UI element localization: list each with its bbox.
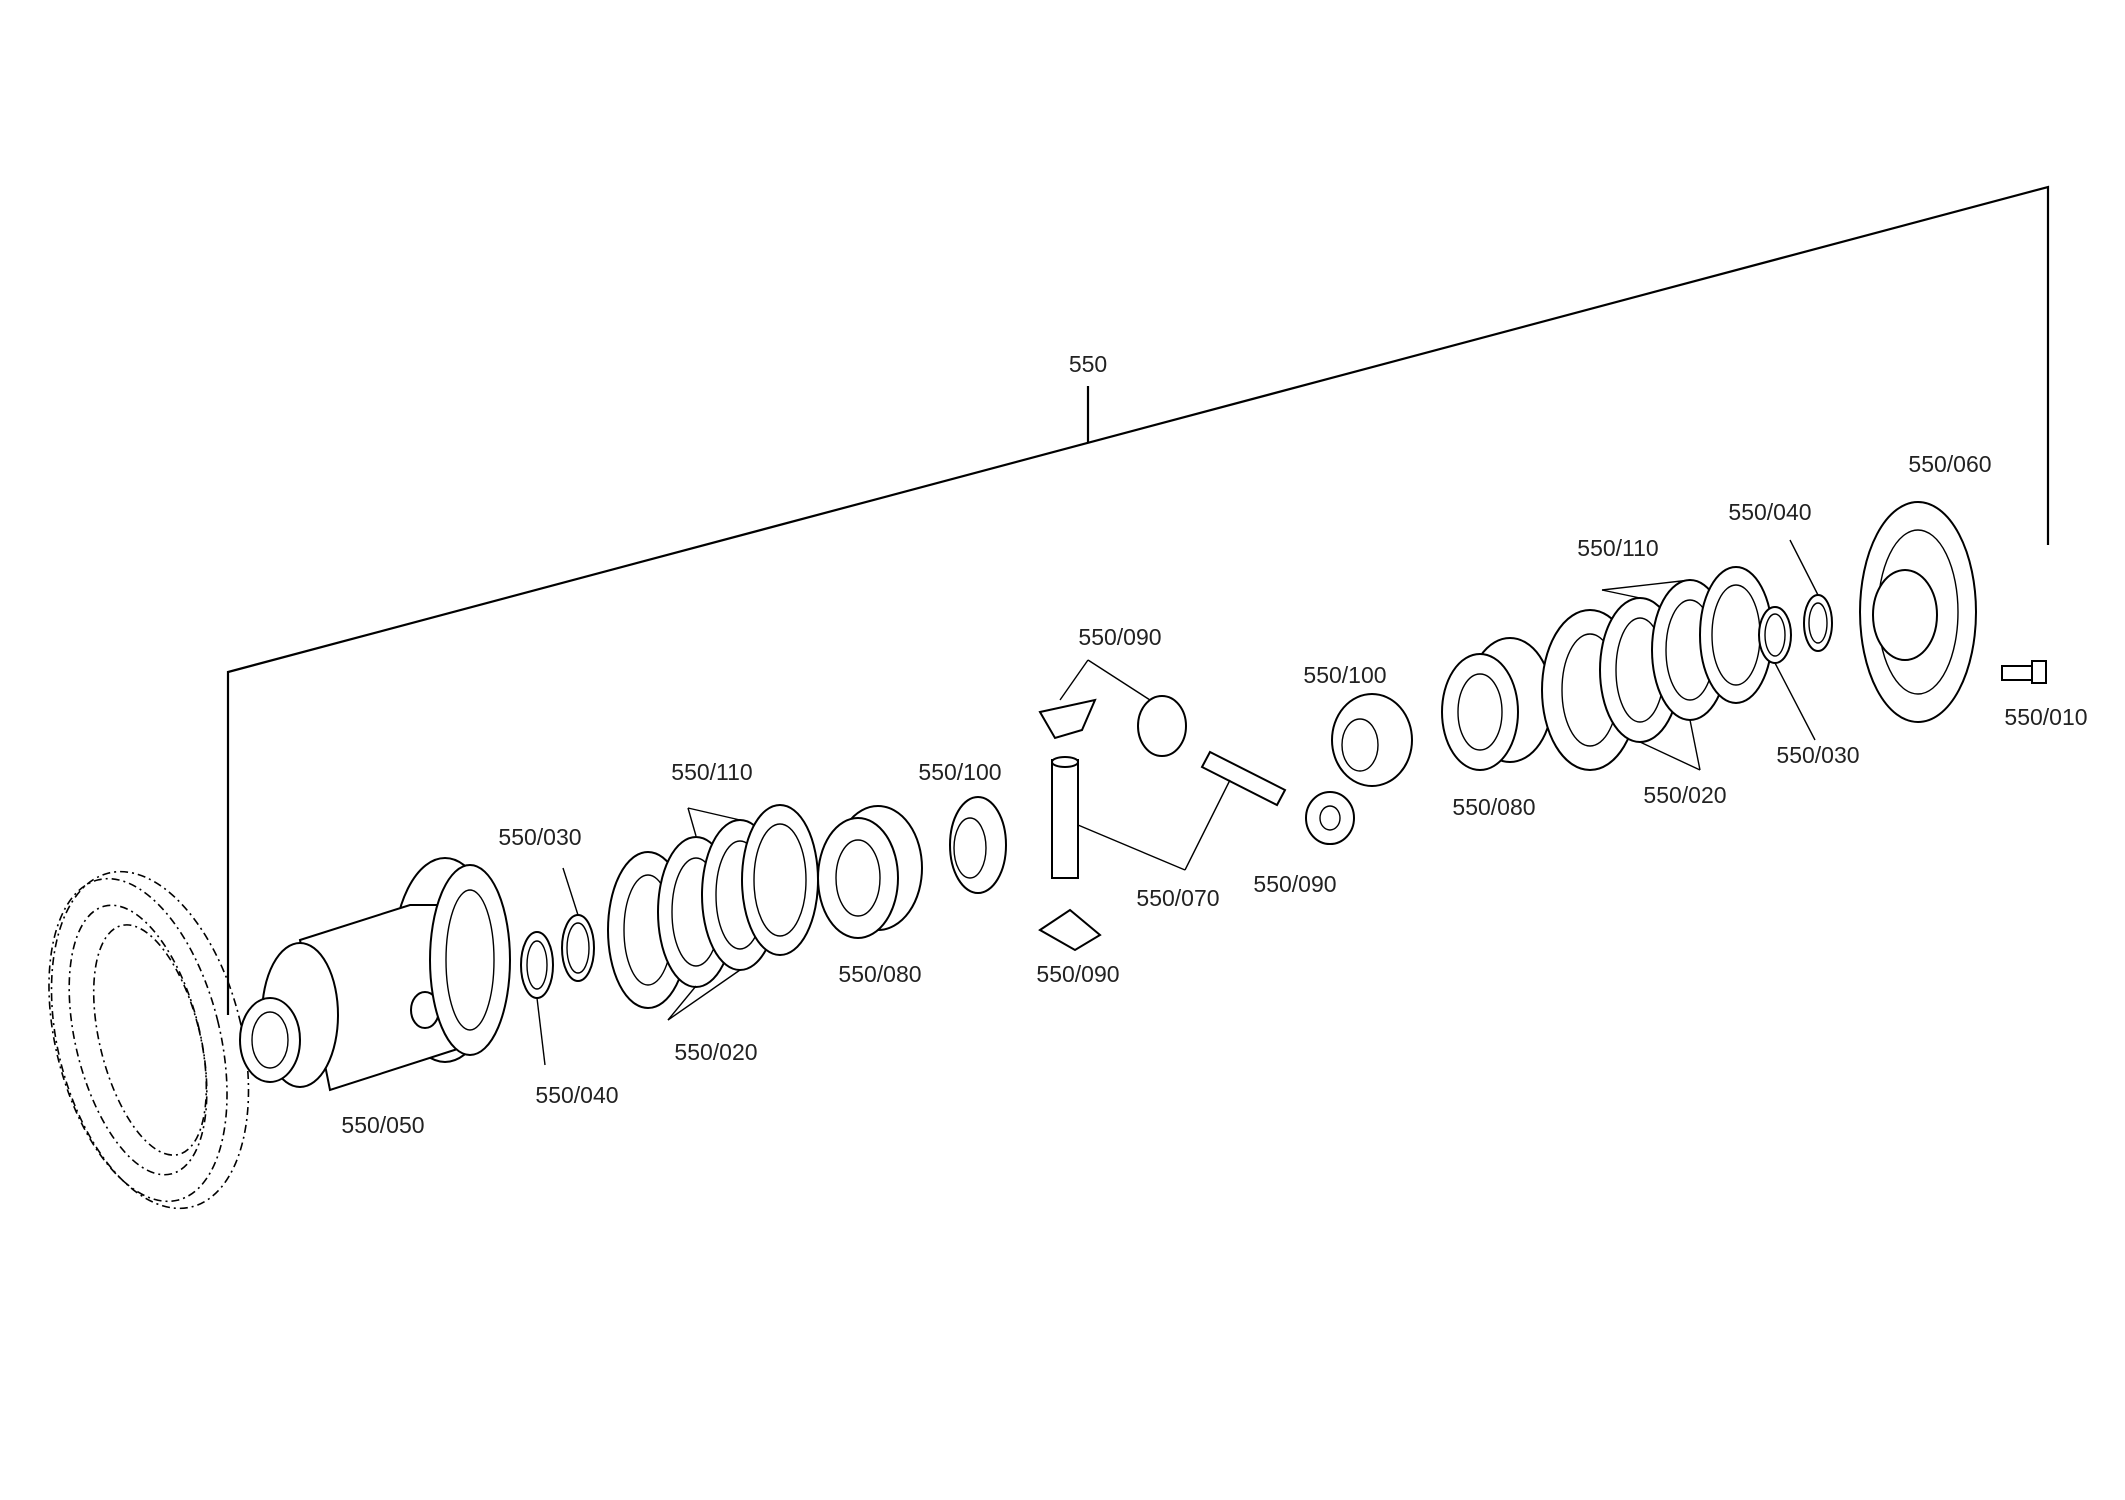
- cross-shaft-diagonal: [1200, 750, 1287, 807]
- ring-550-030-right: [1758, 606, 1792, 664]
- ring-gear: [48, 870, 250, 1210]
- callout-550-040-left: 550/040: [535, 1082, 618, 1108]
- callout-550-090-bottom: 550/090: [1036, 961, 1119, 987]
- callout-550-010: 550/010: [2004, 704, 2087, 730]
- pinion-top-left: [1038, 698, 1097, 740]
- callout-550-070: 550/070: [1136, 885, 1219, 911]
- callout-550-110-left: 550/110: [671, 759, 752, 785]
- callout-550-090-right: 550/090: [1253, 871, 1336, 897]
- ring-550-030-left: [561, 914, 595, 982]
- pressure-ring-left: [817, 805, 923, 939]
- pinion-right: [1305, 791, 1355, 845]
- callout-550-100-right: 550/100: [1303, 662, 1386, 688]
- bolt: [2001, 660, 2047, 684]
- assembly-bracket: [226, 185, 2050, 1015]
- housing-cover: [1859, 501, 1977, 723]
- callout-550-030-left: 550/030: [498, 824, 581, 850]
- callout-550-080-right: 550/080: [1452, 794, 1535, 820]
- differential-housing: [239, 857, 511, 1092]
- callout-550-100-left: 550/100: [918, 759, 1001, 785]
- pinion-bottom: [1038, 908, 1102, 952]
- washer-550-040-right: [1803, 594, 1833, 652]
- callout-550-050: 550/050: [341, 1112, 424, 1138]
- callout-550-020-right: 550/020: [1643, 782, 1726, 808]
- pinion-top-right: [1137, 695, 1187, 757]
- callout-550-060: 550/060: [1908, 451, 1991, 477]
- callout-550-030-right: 550/030: [1776, 742, 1859, 768]
- clutch-discs-left: [607, 804, 819, 1009]
- clutch-discs-right: [1541, 566, 1773, 771]
- side-gear-left: [949, 796, 1007, 894]
- assembly-label: 550: [1069, 351, 1107, 377]
- washer-550-040-left: [520, 931, 554, 999]
- callout-550-090-top: 550/090: [1078, 624, 1161, 650]
- leader-lines: [536, 539, 1819, 1066]
- callout-550-080-left: 550/080: [838, 961, 921, 987]
- callout-550-110-right: 550/110: [1577, 535, 1658, 561]
- cross-shaft-vertical: [1051, 756, 1079, 879]
- callout-550-040-right: 550/040: [1728, 499, 1811, 525]
- side-gear-right: [1331, 693, 1413, 787]
- callout-labels: 550 550/060 550/040 550/110 550/090 550/…: [341, 351, 2087, 1138]
- pressure-ring-right: [1441, 637, 1553, 771]
- callout-550-020-left: 550/020: [674, 1039, 757, 1065]
